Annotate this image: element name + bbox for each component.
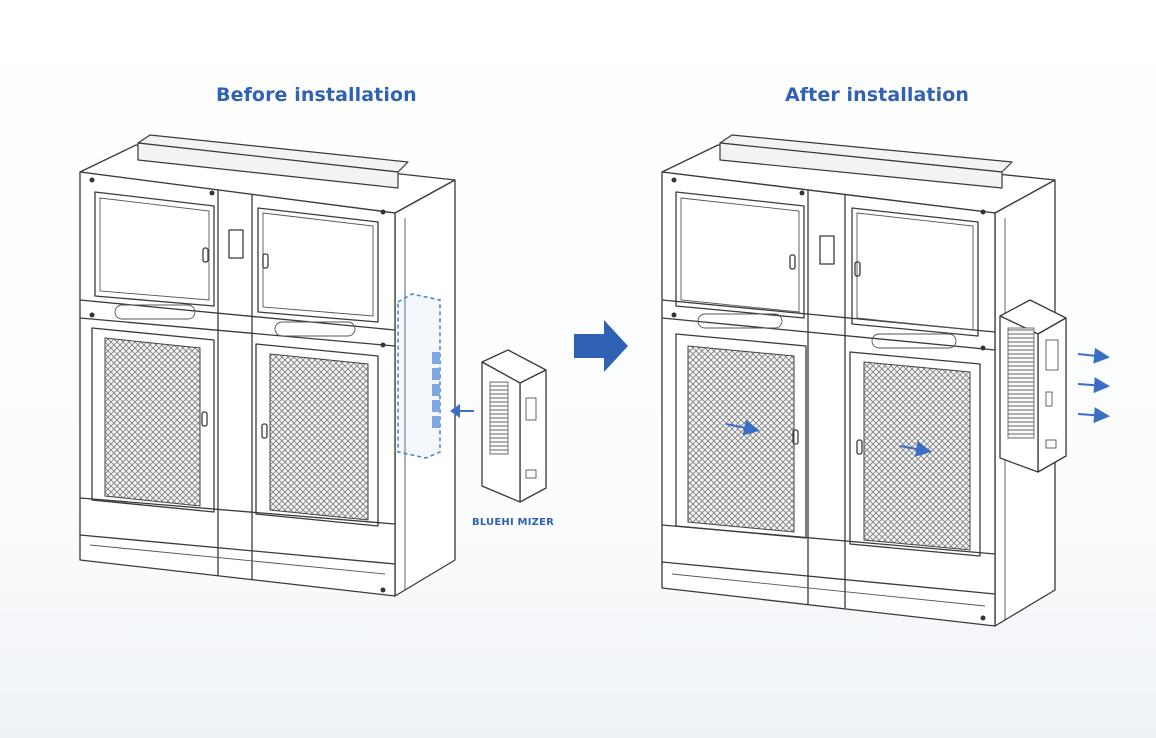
after-heading: After installation: [785, 84, 969, 106]
before-heading: Before installation: [216, 84, 417, 106]
insert-arrow-icon: [450, 404, 474, 418]
airflow-arrows: [725, 347, 1110, 457]
airflow-arrow-icon: [1077, 347, 1110, 364]
device-label: BLUEHI MIZER: [472, 517, 555, 528]
airflow-arrow-icon: [725, 419, 760, 436]
cabinet-after: [661, 134, 1056, 627]
installed-device: [999, 299, 1067, 473]
airflow-arrow-icon: [1077, 407, 1110, 424]
bluehi-mizer-device: [481, 349, 547, 503]
install-placeholder: [397, 293, 441, 459]
direction-arrow-icon: [574, 320, 628, 372]
cabinet-before: [79, 134, 456, 597]
airflow-arrow-icon: [1077, 377, 1110, 394]
airflow-arrow-icon: [899, 441, 932, 457]
